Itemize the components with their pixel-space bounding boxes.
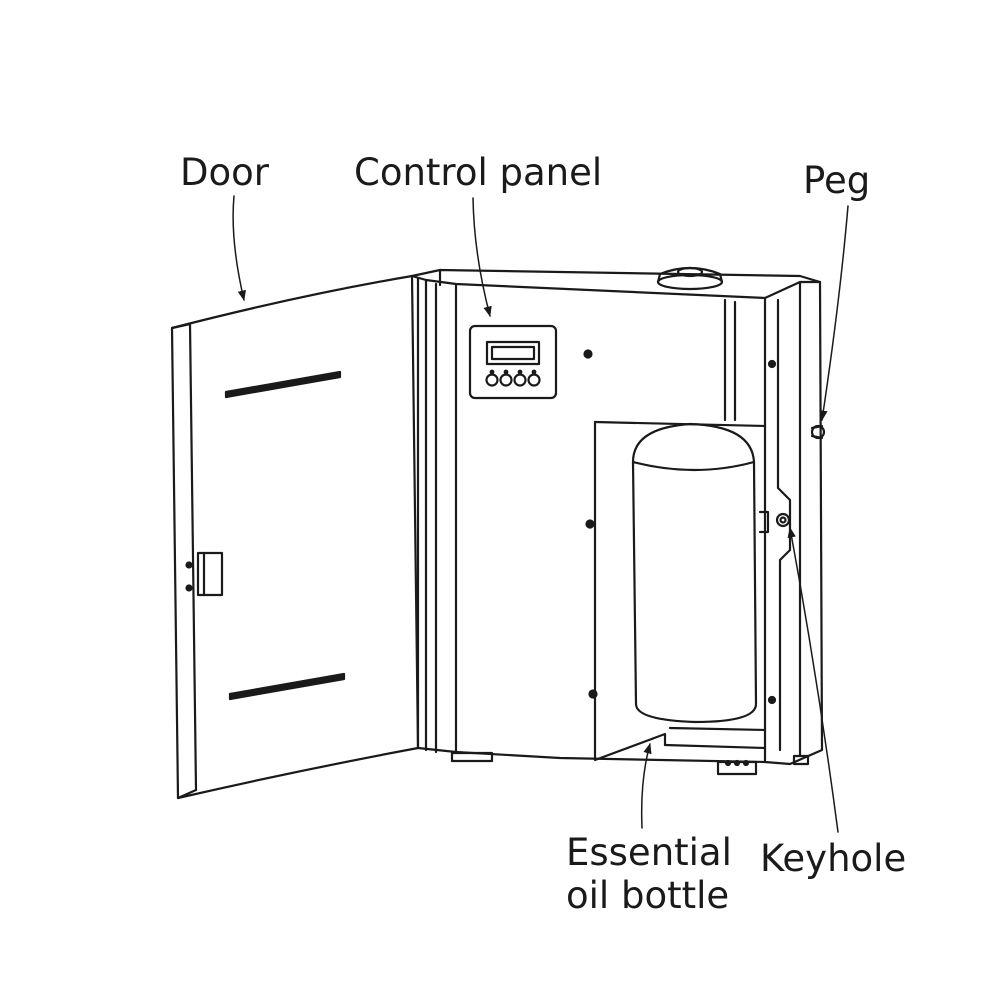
essential-oil-bottle-label: Essential oil bottle [566, 831, 732, 917]
nozzle [656, 266, 724, 291]
essential-oil-bottle-label-line2: oil bottle [566, 873, 730, 917]
peg-label: Peg [803, 159, 871, 202]
keyhole [758, 510, 791, 534]
peg [810, 424, 826, 440]
keyhole-leader [787, 526, 839, 833]
essential-oil-bottle [631, 422, 758, 724]
control-panel-leader [472, 197, 492, 318]
leader-lines [232, 195, 849, 833]
door [170, 274, 420, 800]
control-panel [468, 324, 558, 400]
keyhole-label: Keyhole [760, 837, 907, 880]
peg-leader [819, 205, 849, 422]
door-label: Door [180, 151, 269, 194]
door-latch [196, 551, 224, 597]
oil-bottle-leader [640, 742, 652, 829]
bottle-compartment [593, 420, 767, 762]
door-leader [232, 195, 246, 302]
control-panel-label: Control panel [354, 151, 603, 194]
essential-oil-bottle-label-line1: Essential [566, 831, 732, 874]
cabinet [410, 268, 824, 776]
